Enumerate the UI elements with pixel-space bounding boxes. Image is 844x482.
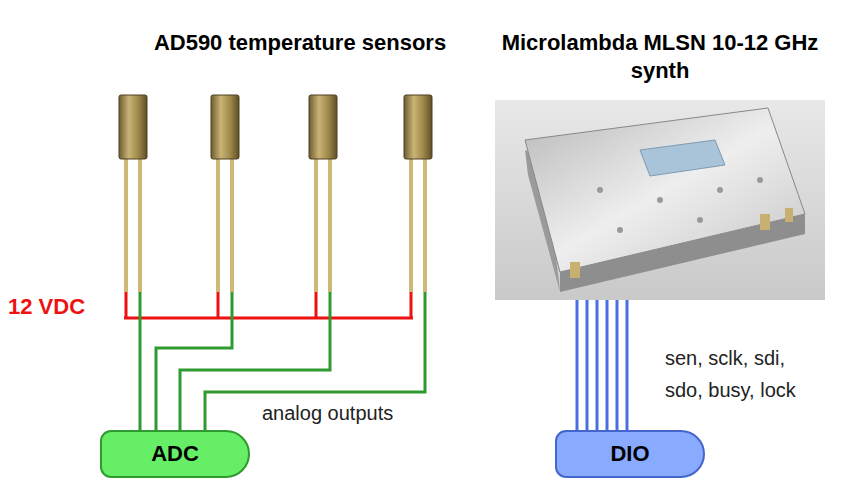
synth-module: Microlambda MLSN 10-12 GHz synth [495,100,825,300]
supply-wire [124,292,413,318]
module-heading: Microlambda MLSN 10-12 GHz synth [490,29,830,86]
sensor-1 [119,95,147,292]
dio-box: DIO [555,430,705,478]
bus-wire [626,300,629,430]
synth-photo [495,100,825,300]
bus-wire [606,300,609,430]
bus-wire [616,300,619,430]
sensor-2 [211,95,239,292]
signal-names: sen, sclk, sdi, sdo, busy, lock [665,342,825,406]
signal-bus [577,300,627,430]
bus-wire [586,300,589,430]
box-label: ADC [151,440,199,469]
box-label: DIO [610,440,649,469]
bus-wire [576,300,579,430]
signal-label: analog outputs [262,400,442,427]
voltage-label: 12 VDC [8,292,118,322]
group-heading: AD590 temperature sensors [150,28,450,58]
sensor-3 [309,95,337,292]
adc-box: ADC [100,430,250,478]
sensor-4 [404,95,432,292]
bus-wire [596,300,599,430]
